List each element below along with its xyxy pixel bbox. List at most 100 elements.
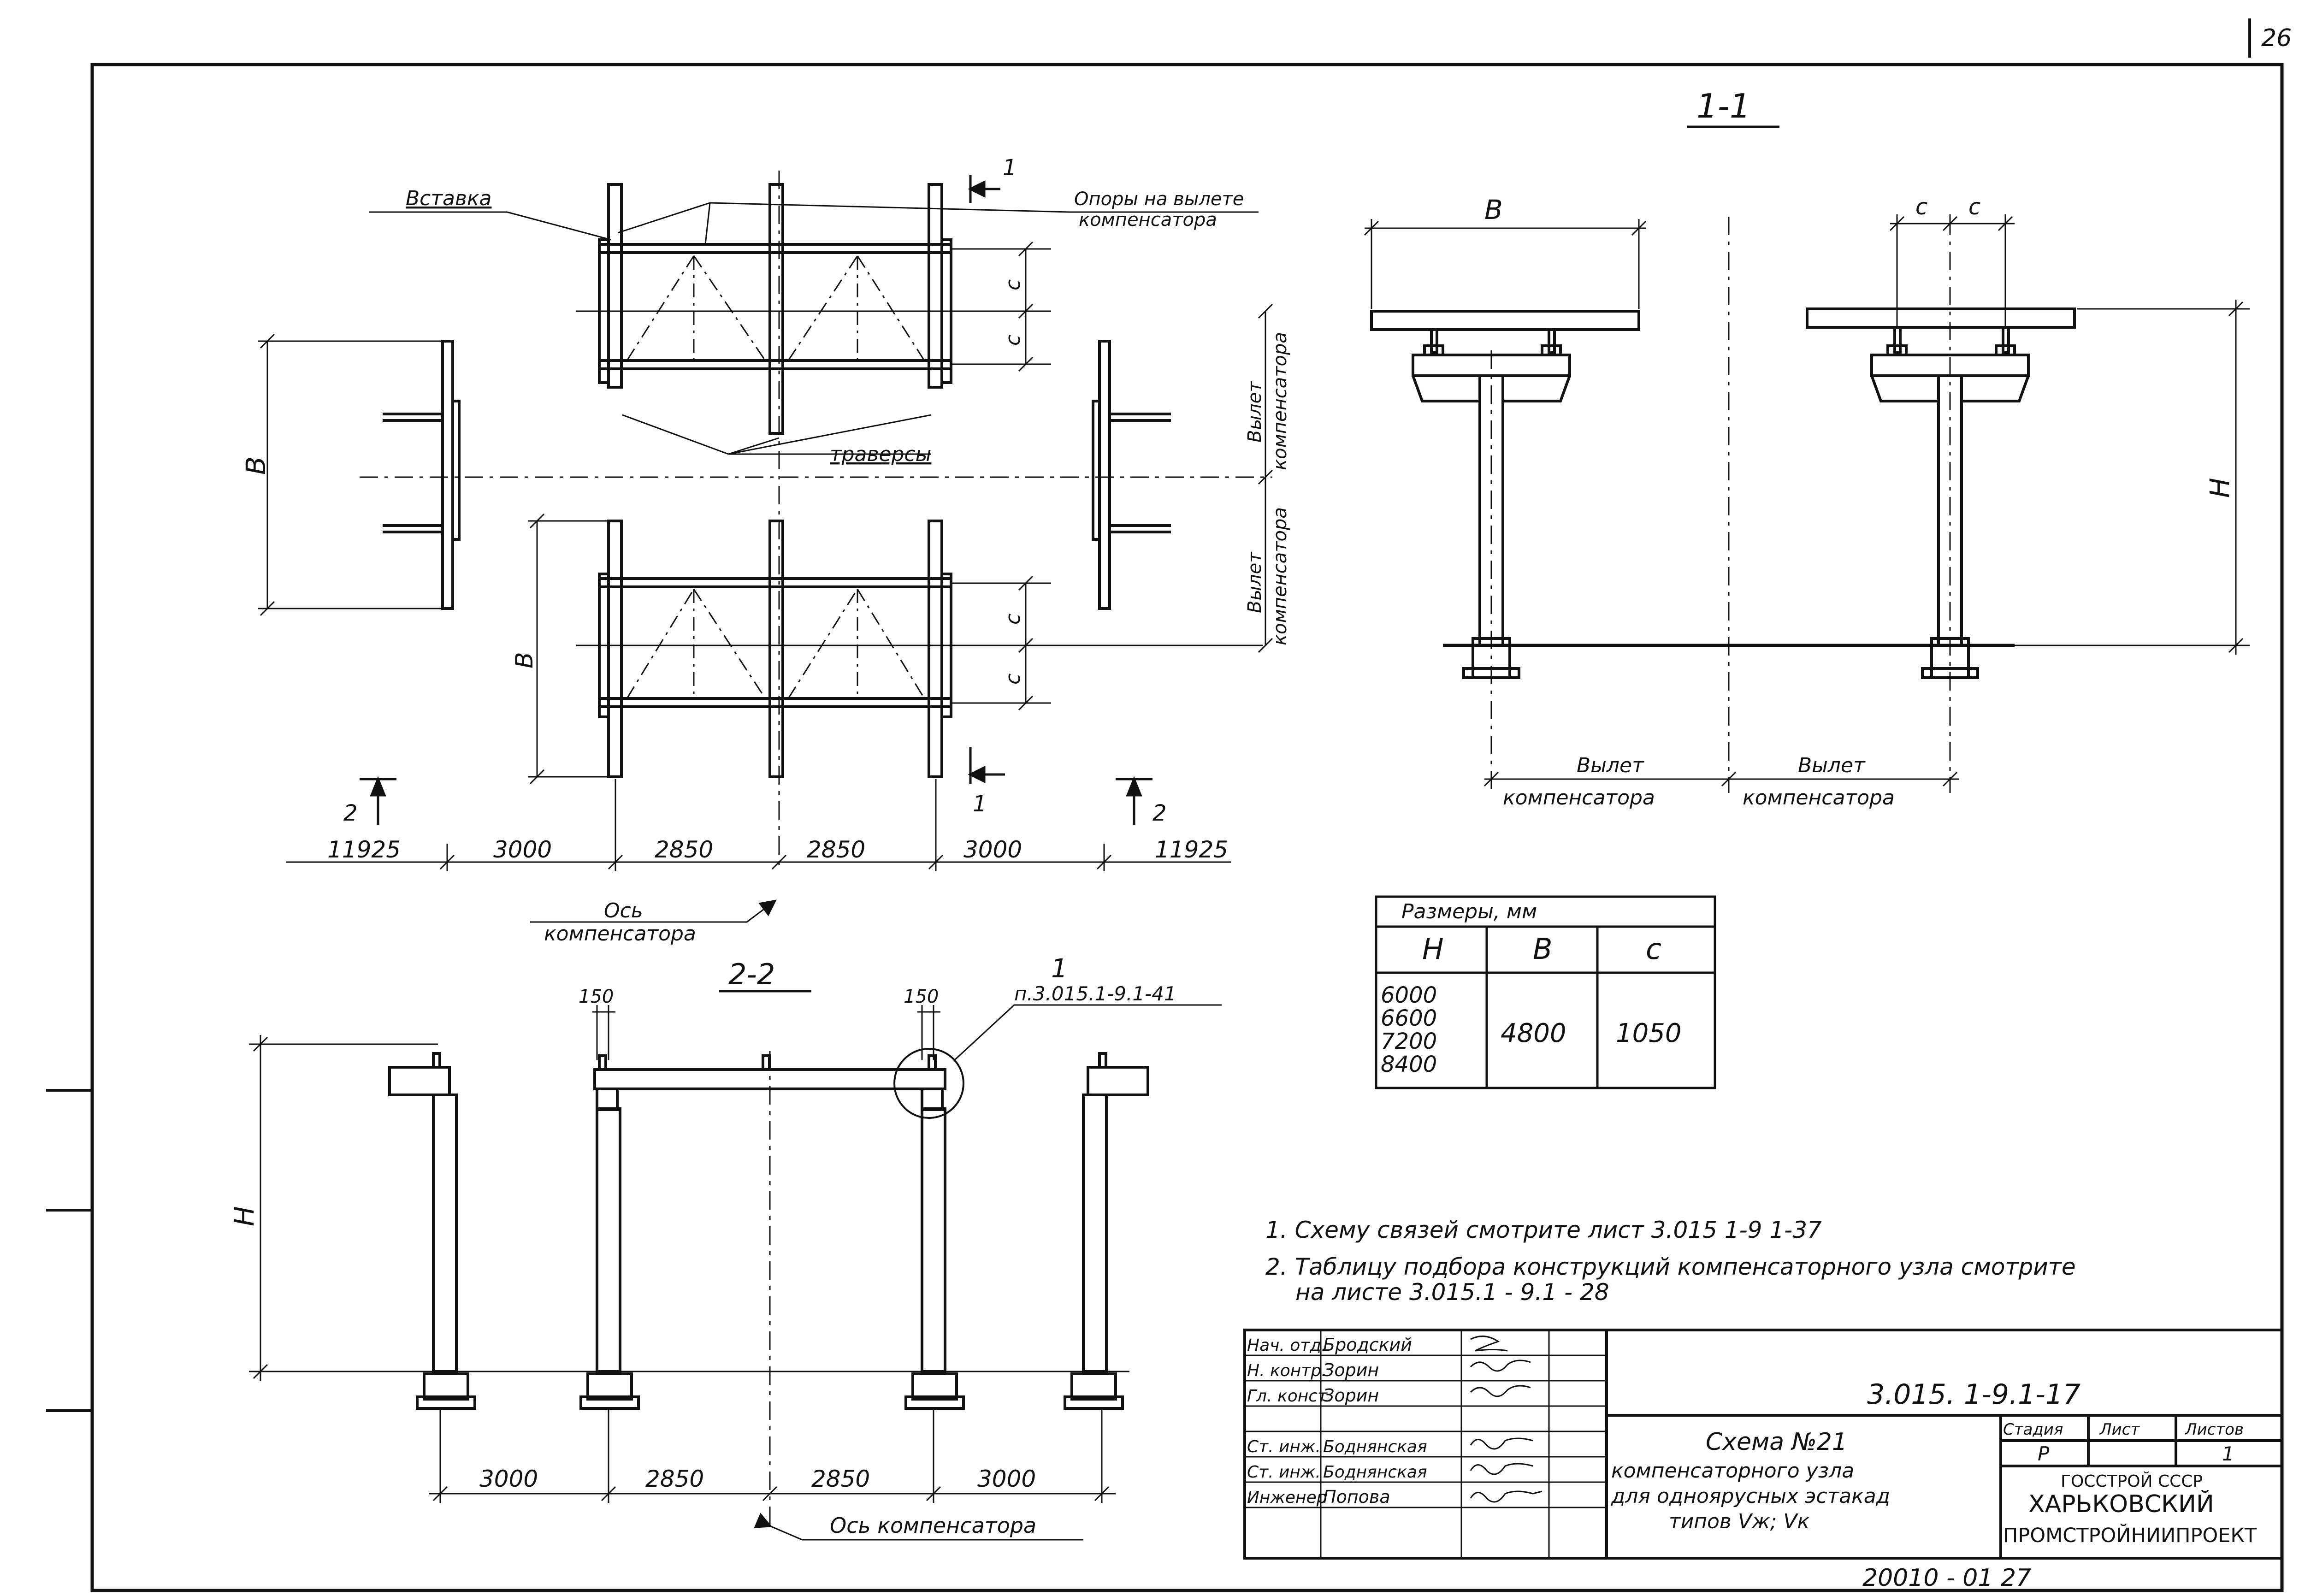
plan-axis-lines	[360, 171, 1272, 871]
section-mark-2-left-label: 2	[343, 800, 358, 826]
section-2-2-axis-label: Ось компенсатора	[830, 1513, 1036, 1538]
section-2-2-dim-2850-right: 2850	[811, 1466, 870, 1492]
tb-role-6: Инженер	[1247, 1488, 1327, 1507]
section-2-2-dim-h-label: H	[229, 1206, 260, 1226]
plan-dim-b-left	[258, 333, 443, 616]
section-2-2-dim-2850-left: 2850	[645, 1466, 704, 1492]
plan-reach-label-2a: Вылет	[1244, 551, 1265, 613]
section-2-2-column-4	[1064, 1052, 1149, 1410]
tb-name-5: Боднянская	[1323, 1463, 1427, 1482]
plan-dim-c	[1018, 241, 1034, 711]
section-2-2-column-2	[579, 1088, 640, 1410]
tb-role-2: Н. контр.	[1247, 1361, 1327, 1380]
section-1-1-dim-c-2: c	[1968, 194, 1980, 220]
section-mark-1-bottom-label: 1	[973, 791, 987, 817]
size-table-h-4: 8400	[1381, 1052, 1437, 1077]
section-2-2: 2-2	[229, 954, 1222, 1541]
plan-insert-leader	[369, 211, 611, 241]
plan-dim-b-inner	[528, 513, 609, 785]
size-table-caption: Размеры, мм	[1401, 900, 1537, 923]
section-2-2-callout-ref: п.3.015.1-9.1-41	[1014, 982, 1176, 1005]
plan-supports-label-2: компенсатора	[1079, 209, 1217, 231]
plan-reach-label-1a: Вылет	[1244, 381, 1265, 443]
section-2-2-dim-150	[592, 1005, 940, 1060]
size-table: Размеры, мм H B c 6000 6600 7200 8400 48…	[1375, 895, 1716, 1089]
section-mark-2-right-label: 2	[1152, 800, 1167, 826]
plan-dim-3000-right: 3000	[963, 836, 1022, 863]
note-2: 2. Таблицу подбора конструкций компенсат…	[1265, 1253, 2076, 1280]
tb-name-3: Зорин	[1323, 1385, 1379, 1406]
section-2-2-dim-3000-left: 3000	[479, 1466, 538, 1492]
tb-name-4: Боднянская	[1323, 1437, 1427, 1456]
plan-dim-2850-left: 2850	[655, 836, 713, 863]
plan-right-support	[1092, 340, 1171, 610]
plan-lower-frame	[598, 520, 952, 778]
plan-supports-leader	[617, 202, 1259, 245]
title-block: Нач. отд. Бродский Н. контр. Зорин Гл. к…	[1243, 1329, 2283, 1560]
section-1-1-reach-1b: компенсатора	[1503, 786, 1655, 810]
plan-reach-label-2b: компенсатора	[1270, 507, 1291, 645]
section-1-1-dim-reach	[1483, 771, 1959, 787]
plan-dim-c-2: c	[1001, 335, 1025, 346]
size-table-h-3: 7200	[1381, 1029, 1437, 1054]
plan-dim-c-3: c	[1001, 614, 1025, 625]
section-2-2-dim-ext	[429, 1408, 1116, 1503]
plan-upper-bracing	[626, 255, 925, 361]
note-2-cont: на листе 3.015.1 - 9.1 - 28	[1295, 1279, 1609, 1306]
section-2-2-dim-150-a: 150	[579, 986, 614, 1007]
tb-sheets-value: 1	[2222, 1442, 2234, 1465]
section-mark-1-bottom	[968, 747, 1005, 784]
notes: 1. Схему связей смотрите лист 3.015 1-9 …	[1265, 1217, 2076, 1306]
tb-role-1: Нач. отд.	[1247, 1336, 1327, 1355]
tb-stage-value: Р	[2038, 1442, 2050, 1465]
section-1-1-dim-b	[1364, 219, 1647, 309]
section-1-1: 1-1	[1364, 87, 2250, 810]
section-1-1-title: 1-1	[1696, 87, 1751, 125]
section-1-1-right-column	[1806, 307, 2076, 679]
tb-name-6: Попова	[1323, 1487, 1390, 1507]
section-1-1-dim-c	[1889, 214, 2015, 327]
tb-name-2: Зорин	[1323, 1360, 1379, 1380]
section-2-2-column-3	[904, 1088, 965, 1410]
tb-sheets-header: Листов	[2184, 1420, 2244, 1439]
plan-axis-leader	[530, 899, 777, 923]
note-1: 1. Схему связей смотрите лист 3.015 1-9 …	[1265, 1217, 1822, 1243]
tb-title-4: типов Vж; Vк	[1669, 1510, 1809, 1533]
plan-bottom-dim-chain	[286, 779, 1231, 871]
section-2-2-dim-150-b: 150	[904, 986, 939, 1007]
size-table-header-c: c	[1646, 932, 1661, 966]
plan-dim-11925-left: 11925	[327, 836, 401, 863]
tb-name-1: Бродский	[1323, 1335, 1412, 1355]
tb-stage-header: Стадия	[2003, 1420, 2063, 1439]
plan-axis-label-2: компенсатора	[544, 922, 696, 946]
tb-title-1: Схема №21	[1706, 1428, 1847, 1456]
plan-traverse-leader	[622, 414, 932, 455]
section-1-1-axes	[1490, 217, 1951, 793]
plan-insert-label: Вставка	[406, 187, 491, 210]
section-1-1-dim-c-1: c	[1915, 194, 1927, 220]
plan-dim-reach	[1258, 303, 1273, 653]
tb-role-4: Ст. инж.	[1247, 1437, 1321, 1456]
section-2-2-dim-3000-right: 3000	[977, 1466, 1036, 1492]
tb-org-3: Промстройниипроект	[2003, 1524, 2257, 1547]
size-table-h-1: 6000	[1381, 982, 1437, 1008]
plan-dim-c-1: c	[1001, 279, 1025, 290]
tb-doc-code: 3.015. 1-9.1-17	[1867, 1378, 2080, 1411]
section-mark-1-top	[968, 175, 1000, 203]
plan-view: B B c c c c	[240, 155, 1291, 946]
section-mark-2-right	[1116, 776, 1152, 825]
section-mark-2-left	[360, 776, 396, 825]
tb-title-2: компенсаторного узла	[1611, 1459, 1854, 1483]
tb-signatures	[1470, 1336, 1543, 1503]
tb-org-1: Госстрой СССР	[2061, 1472, 2203, 1491]
section-1-1-dim-h-label: H	[2204, 478, 2235, 498]
section-2-2-column-1	[388, 1052, 476, 1410]
archive-number: 20010 - 01 27	[1862, 1564, 2031, 1592]
plan-dim-b-left-label: B	[240, 456, 272, 475]
section-1-1-left-column	[1370, 310, 1640, 679]
tb-title-3: для одноярусных эстакад	[1611, 1484, 1890, 1508]
plan-dim-2850-right: 2850	[807, 836, 865, 863]
tb-sheet-header: Лист	[2099, 1420, 2140, 1439]
section-1-1-dim-h	[1973, 300, 2250, 655]
